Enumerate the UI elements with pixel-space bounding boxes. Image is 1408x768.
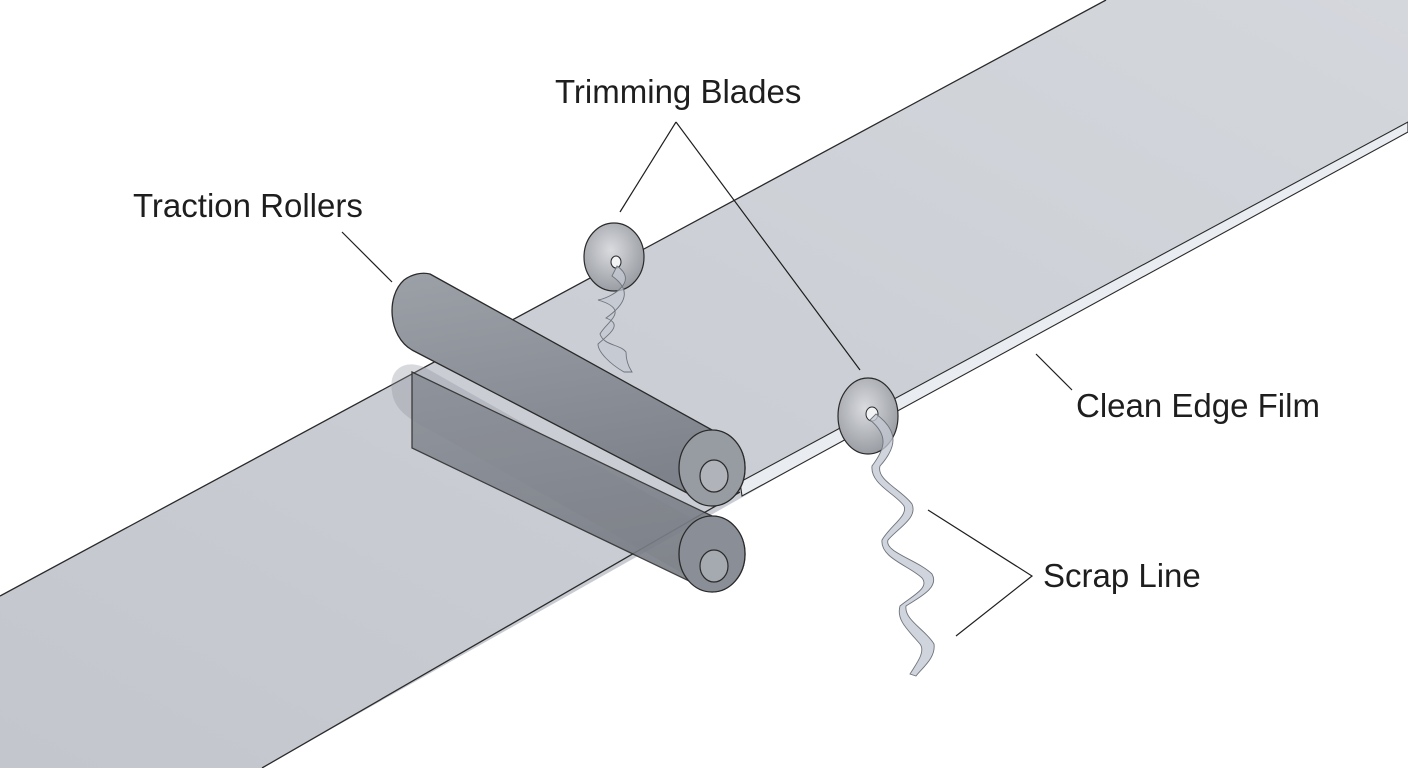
- clean-edge-film-label: Clean Edge Film: [1076, 387, 1320, 424]
- leader-trimming-near: [675, 121, 861, 371]
- scrap-ribbon-near: [869, 413, 935, 677]
- top-traction-roller: [391, 272, 746, 507]
- leader-trimming-far: [619, 121, 677, 213]
- film-far-edge: [0, 0, 1107, 597]
- blade-far-hub: [610, 255, 622, 269]
- bottom-traction-roller: [411, 370, 746, 593]
- top-roller-hub: [699, 459, 729, 493]
- leader-scrap-line: [927, 509, 1034, 637]
- trimming-blades-label: Trimming Blades: [555, 73, 802, 110]
- leader-traction-rollers: [341, 231, 393, 283]
- trimming-blade-far: [583, 222, 645, 292]
- leader-clean-edge: [1035, 353, 1073, 391]
- bottom-roller-hub: [699, 549, 729, 583]
- scrap-line-label: Scrap Line: [1043, 557, 1201, 594]
- leader-lines: [341, 121, 1073, 637]
- traction-rollers-label: Traction Rollers: [133, 187, 363, 224]
- scrap-ribbon-far: [597, 265, 633, 373]
- film-thickness-edge: [739, 121, 1408, 497]
